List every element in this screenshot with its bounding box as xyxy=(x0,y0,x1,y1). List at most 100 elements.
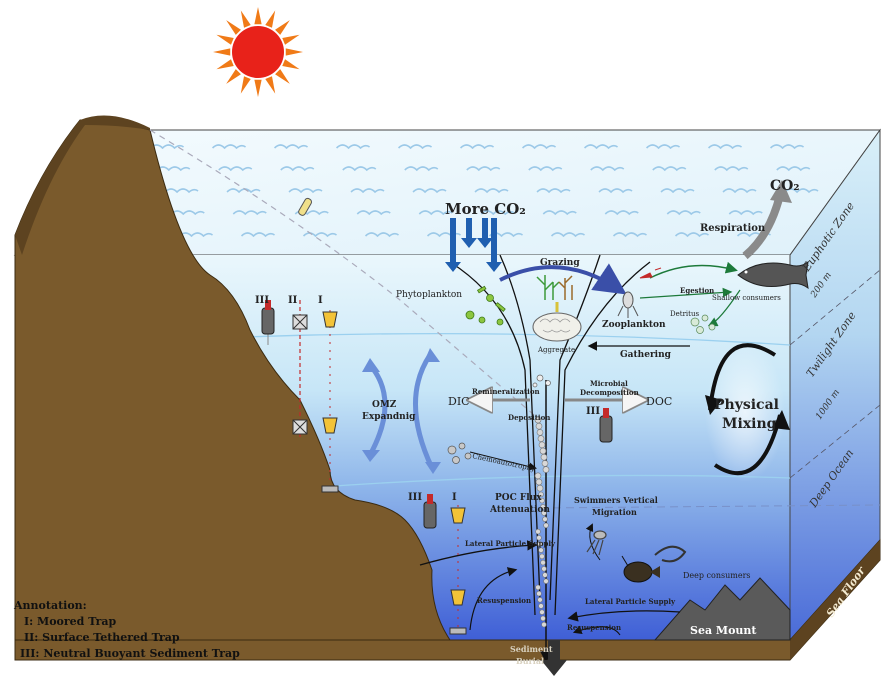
shallow-consumers-label: Shallow consumers xyxy=(712,294,781,302)
particle xyxy=(539,609,545,615)
sun-ray xyxy=(282,34,300,45)
squid-icon xyxy=(586,530,607,556)
detritus-label: Detritus xyxy=(670,310,699,318)
particle xyxy=(538,491,544,498)
wave-mark xyxy=(156,166,191,172)
sun-ray xyxy=(275,69,290,84)
aggregate-icon xyxy=(532,312,582,342)
particle xyxy=(541,510,547,516)
particle xyxy=(534,416,542,424)
particle xyxy=(534,472,542,480)
wave-mark xyxy=(604,210,639,216)
sun-ray xyxy=(254,79,262,97)
sediment-burial-label-1: Sediment xyxy=(510,644,553,654)
coral-icon xyxy=(558,275,573,300)
lateral-supply-right-label: Lateral Particle Supply xyxy=(585,597,676,606)
omz-label-2: Expandnig xyxy=(362,412,416,422)
wave-mark xyxy=(342,166,377,172)
wave-mark xyxy=(776,166,811,172)
sinking-particles xyxy=(534,416,550,628)
particle xyxy=(543,578,549,584)
wave-mark xyxy=(536,188,571,194)
sun-ray xyxy=(226,20,241,35)
wave-mark xyxy=(288,188,323,194)
resuspension-right-label: Resuspension xyxy=(567,623,621,632)
wave-mark xyxy=(273,144,309,150)
wave-mark xyxy=(280,166,315,172)
particle xyxy=(540,615,546,622)
wave-mark xyxy=(645,144,681,150)
surface-drifter-icon xyxy=(298,197,312,216)
particle xyxy=(539,497,545,504)
deep-consumer-icon xyxy=(621,555,660,583)
trap-label-II: II xyxy=(288,295,298,306)
lateral-supply-left-arrow xyxy=(419,540,538,566)
omz-arrow-right xyxy=(413,353,435,470)
slope-top-edge xyxy=(15,115,150,255)
physical-mixing-label-2: Mixing xyxy=(722,416,777,432)
sun-ray xyxy=(265,10,276,28)
resuspension-left-label: Resuspension xyxy=(477,596,531,605)
wave-mark xyxy=(232,210,267,216)
chemoautotrophy-arrow xyxy=(469,451,537,471)
sun-ray xyxy=(285,48,303,56)
trap-mooring-III-doc xyxy=(599,408,613,443)
wave-mark xyxy=(480,210,515,216)
more-co2-label: More CO₂ xyxy=(445,200,526,218)
remineralization-label: Remineralization xyxy=(472,387,540,396)
wave-mark xyxy=(218,166,253,172)
omz-label-1: OMZ xyxy=(372,400,397,410)
physical-mixing-label-1: Physical xyxy=(714,397,779,413)
particle xyxy=(540,453,548,461)
wave-pattern xyxy=(54,144,819,238)
annotation-item-3: III: Neutral Buoyant Sediment Trap xyxy=(20,647,240,660)
particle xyxy=(541,621,547,628)
deposition-label: Deposition xyxy=(508,413,550,422)
swimmers-label-2: Migration xyxy=(592,507,637,517)
phytoplankton-label: Phytoplankton xyxy=(396,290,462,300)
respiration-arrow xyxy=(742,194,784,260)
funnel-outer-right xyxy=(554,261,651,616)
detritus-icon xyxy=(690,314,716,334)
fish-icon xyxy=(737,260,809,290)
wave-mark xyxy=(356,210,391,216)
wave-mark xyxy=(364,232,399,238)
particle xyxy=(535,584,541,591)
wave-mark xyxy=(466,166,501,172)
wave-mark xyxy=(542,210,577,216)
wave-mark xyxy=(583,144,619,150)
particle xyxy=(540,504,546,510)
eel-icon xyxy=(654,545,687,563)
trap-label-III-doc: III xyxy=(586,406,600,417)
particle xyxy=(538,547,544,553)
particle xyxy=(539,553,545,560)
wave-mark xyxy=(149,144,185,150)
wave-mark xyxy=(784,188,819,194)
particle xyxy=(543,522,549,529)
trap-label-I: I xyxy=(318,295,323,306)
grazing-label: Grazing xyxy=(540,258,580,268)
zooplankton-label: Zooplankton xyxy=(602,320,666,330)
wave-mark xyxy=(521,144,557,150)
funnel-left xyxy=(499,254,541,601)
wave-mark xyxy=(769,144,805,150)
wave-mark xyxy=(164,188,199,194)
particle xyxy=(542,572,548,578)
wave-mark xyxy=(612,232,647,238)
co2-input-arrows xyxy=(445,218,502,272)
wave-mark xyxy=(528,166,563,172)
particle xyxy=(537,435,545,442)
wave-mark xyxy=(459,144,495,150)
trap-label-I-lower: I xyxy=(452,492,457,503)
lateral-supply-left-label: Lateral Particle Supply xyxy=(465,539,556,548)
grazing-arrow xyxy=(499,263,627,295)
annotation-title: Annotation: xyxy=(14,599,87,612)
wave-mark xyxy=(652,166,687,172)
sun-ray xyxy=(254,7,262,25)
wave-mark xyxy=(170,210,205,216)
sediment-burial-label-2: Burial xyxy=(516,656,544,666)
wave-mark xyxy=(418,210,453,216)
sun-ray xyxy=(240,76,251,94)
wave-mark xyxy=(240,232,275,238)
trap-mooring-I xyxy=(321,310,339,493)
